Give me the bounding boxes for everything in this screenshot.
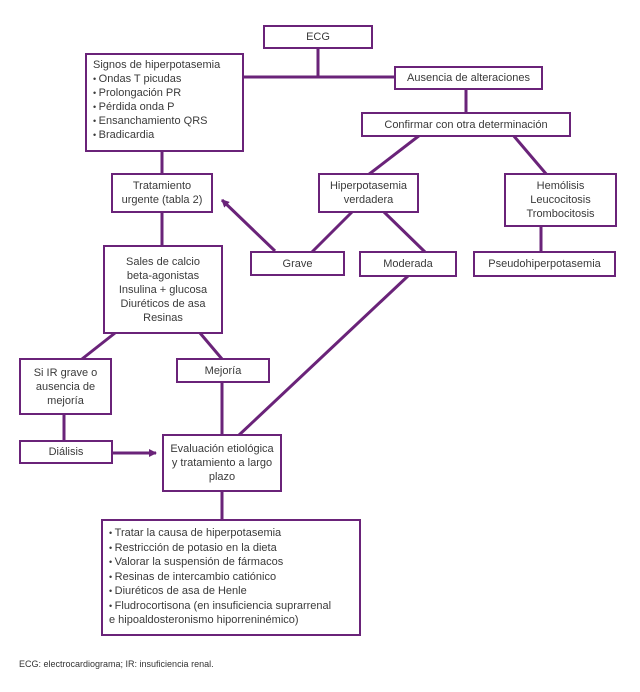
grave-node: Grave <box>250 251 345 276</box>
dialisis-node: Diálisis <box>19 440 113 464</box>
evaluacion-etiologica-node: Evaluación etiológica y tratamiento a la… <box>162 434 282 492</box>
si-ir-line: Si IR grave o <box>33 366 98 379</box>
pseudo-cause: Trombocitosis <box>526 208 595 220</box>
signos-item: Ensanchamiento QRS <box>93 114 236 128</box>
signos-hiperpotasemia-node: Signos de hiperpotasemia Ondas T picudas… <box>85 53 244 152</box>
tratamiento-urgente-node: Tratamiento urgente (tabla 2) <box>111 173 213 213</box>
tratamiento-largo-plazo-node: Tratar la causa de hiperpotasemia Restri… <box>101 519 361 636</box>
line-confirmar-hiper <box>367 133 421 177</box>
signos-item: Ondas T picudas <box>93 72 236 86</box>
confirmar-node: Confirmar con otra determinación <box>361 112 571 137</box>
line-confirmar-hemolisis <box>511 134 549 176</box>
pseudo-cause: Hemólisis <box>536 180 585 192</box>
moderada-label: Moderada <box>383 258 433 270</box>
hiperpotasemia-verdadera-node: Hiperpotasemia verdadera <box>318 173 419 213</box>
line-hiper-moderada <box>382 210 427 254</box>
si-ir-grave-node: Si IR grave o ausencia de mejoría <box>19 358 112 415</box>
line-moderada-evaluacion <box>236 274 410 438</box>
sales-line: Insulina + glucosa <box>118 283 208 296</box>
mejoria-label: Mejoría <box>204 364 242 377</box>
signos-title: Signos de hiperpotasemia <box>93 59 221 71</box>
hiper-line: Hiperpotasemia <box>329 180 408 192</box>
tratar-item: Tratar la causa de hiperpotasemia <box>109 526 353 541</box>
hemolisis-node: Hemólisis Leucocitosis Trombocitosis <box>504 173 617 227</box>
tratamiento-line: Tratamiento <box>132 180 192 192</box>
hiper-line: verdadera <box>343 194 394 206</box>
ausencia-alteraciones-node: Ausencia de alteraciones <box>394 66 543 90</box>
pseudo-cause: Leucocitosis <box>530 194 591 206</box>
grave-label: Grave <box>282 257 313 270</box>
tratar-item: Fludrocortisona (en insuficiencia suprar… <box>109 599 353 614</box>
tratar-item: Diuréticos de asa de Henle <box>109 584 353 599</box>
line-sales-mejoria <box>198 332 224 360</box>
tratar-item: Restricción de potasio en la dieta <box>109 541 353 556</box>
caption: ECG: electrocardiograma; IR: insuficienc… <box>19 659 214 669</box>
signos-item: Prolongación PR <box>93 86 236 100</box>
line-sales-siir <box>81 331 116 361</box>
ausencia-label: Ausencia de alteraciones <box>407 72 530 84</box>
tratar-item-continuation: e hipoaldosteronismo hiporreninémico) <box>109 614 299 626</box>
sales-line: beta-agonistas <box>126 269 200 282</box>
ecg-label: ECG <box>306 31 330 43</box>
sales-line: Sales de calcio <box>126 255 200 268</box>
mejoria-node: Mejoría <box>176 358 270 383</box>
evaluacion-line: y tratamiento a largo <box>171 457 273 469</box>
evaluacion-line: plazo <box>208 471 236 483</box>
sales-line: Diuréticos de asa <box>120 297 206 310</box>
signos-item: Bradicardia <box>93 128 236 142</box>
si-ir-line: ausencia de <box>35 380 96 393</box>
tratar-item: Resinas de intercambio catiónico <box>109 570 353 585</box>
line-hiper-grave <box>310 210 354 254</box>
pseudohiperpotasemia-node: Pseudohiperpotasemia <box>473 251 616 277</box>
pseudo-label: Pseudohiperpotasemia <box>488 258 601 270</box>
signos-item: Pérdida onda P <box>93 100 236 114</box>
tratar-item: Valorar la suspensión de fármacos <box>109 555 353 570</box>
moderada-node: Moderada <box>359 251 457 277</box>
ecg-node: ECG <box>263 25 373 49</box>
dialisis-label: Diálisis <box>48 446 84 458</box>
evaluacion-line: Evaluación etiológica <box>170 443 274 455</box>
confirmar-label: Confirmar con otra determinación <box>384 118 548 131</box>
tratamiento-line: urgente (tabla 2) <box>121 194 203 206</box>
sales-calcio-node: Sales de calcio beta-agonistas Insulina … <box>103 245 223 334</box>
arrow-grave-tratamiento <box>220 198 277 253</box>
sales-line: Resinas <box>143 311 183 324</box>
si-ir-line: mejoría <box>47 394 84 407</box>
